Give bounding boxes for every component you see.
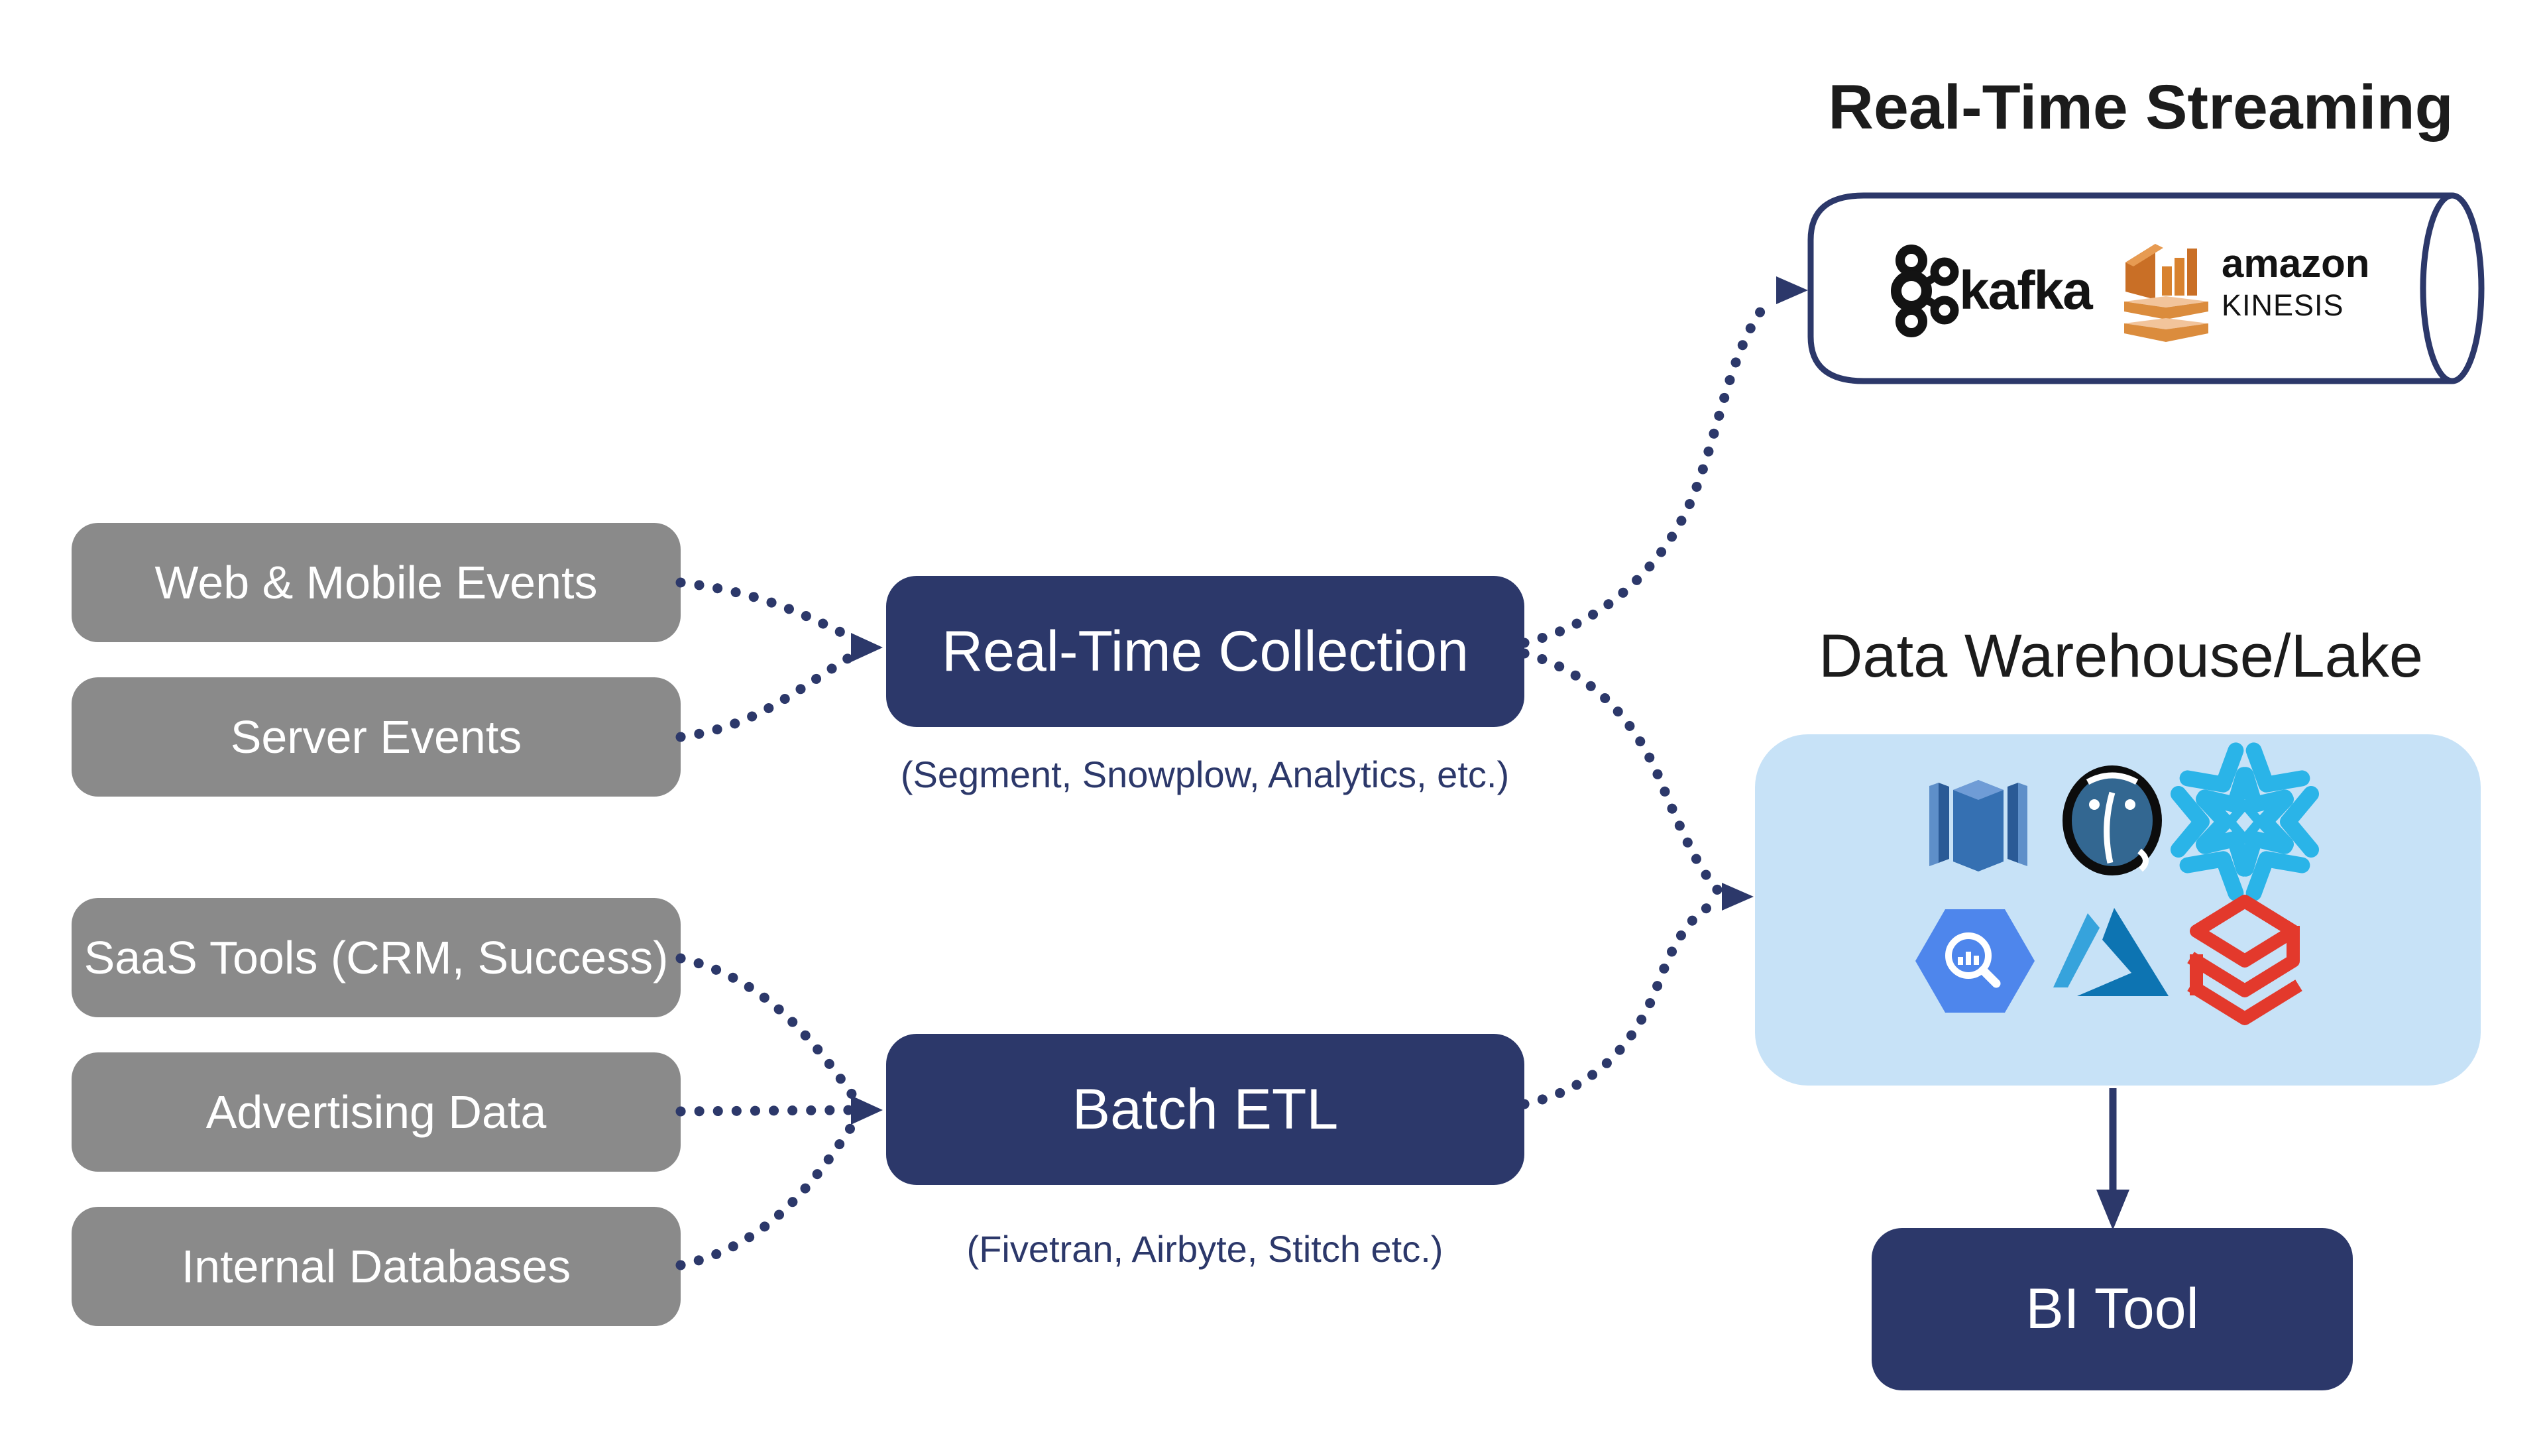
source-box-advertising-data: Advertising Data <box>72 1052 681 1172</box>
source-box-web-mobile-events: Web & Mobile Events <box>72 523 681 642</box>
arrow-ads-to-batch <box>675 1105 855 1117</box>
source-label: Server Events <box>230 711 522 763</box>
arrowhead-into-warehouse <box>1722 883 1754 911</box>
source-box-internal-databases: Internal Databases <box>72 1207 681 1326</box>
source-label: Advertising Data <box>205 1086 547 1138</box>
arrow-warehouse-to-bi <box>2096 1088 2129 1230</box>
arrow-rtc-to-warehouse <box>1519 648 1726 899</box>
bi-tool-label: BI Tool <box>2025 1277 2199 1341</box>
amazon-kinesis-icon <box>2124 244 2208 342</box>
batch-etl-subtitle: (Fivetran, Airbyte, Stitch etc.) <box>966 1228 1443 1270</box>
streaming-cylinder <box>1807 192 2485 384</box>
arrowhead-into-streaming <box>1776 276 1808 304</box>
realtime-collection-label: Real-Time Collection <box>942 619 1469 683</box>
arrow-batch-to-warehouse <box>1519 896 1726 1109</box>
arrowhead-into-rtc <box>851 633 883 662</box>
source-label: Internal Databases <box>181 1241 571 1292</box>
kinesis-wordmark: KINESIS <box>2222 288 2344 322</box>
arrow-dbs-to-batch <box>675 1120 858 1270</box>
source-label: SaaS Tools (CRM, Success) <box>84 932 669 983</box>
source-box-server-events: Server Events <box>72 677 681 797</box>
batch-etl-label: Batch ETL <box>1072 1077 1339 1141</box>
realtime-collection-box: Real-Time Collection <box>886 576 1524 727</box>
arrow-saas-to-batch <box>675 953 858 1100</box>
realtime-collection-subtitle: (Segment, Snowplow, Analytics, etc.) <box>900 754 1510 795</box>
source-label: Web & Mobile Events <box>154 557 598 608</box>
arrow-server-to-rtc <box>675 651 857 742</box>
amazon-wordmark: amazon <box>2222 241 2370 286</box>
arrow-web-to-rtc <box>675 577 857 643</box>
arrowhead-into-batch <box>851 1095 883 1125</box>
data-warehouse-title: Data Warehouse/Lake <box>1818 622 2423 690</box>
source-box-saas-tools: SaaS Tools (CRM, Success) <box>72 898 681 1017</box>
kafka-wordmark: kafka <box>1959 260 2093 321</box>
batch-etl-box: Batch ETL <box>886 1034 1524 1185</box>
data-warehouse-panel <box>1755 734 2481 1086</box>
kafka-icon <box>1891 245 1959 337</box>
realtime-streaming-title: Real-Time Streaming <box>1828 72 2454 142</box>
bi-tool-box: BI Tool <box>1872 1228 2353 1390</box>
arrow-rtc-to-streaming <box>1519 294 1775 648</box>
